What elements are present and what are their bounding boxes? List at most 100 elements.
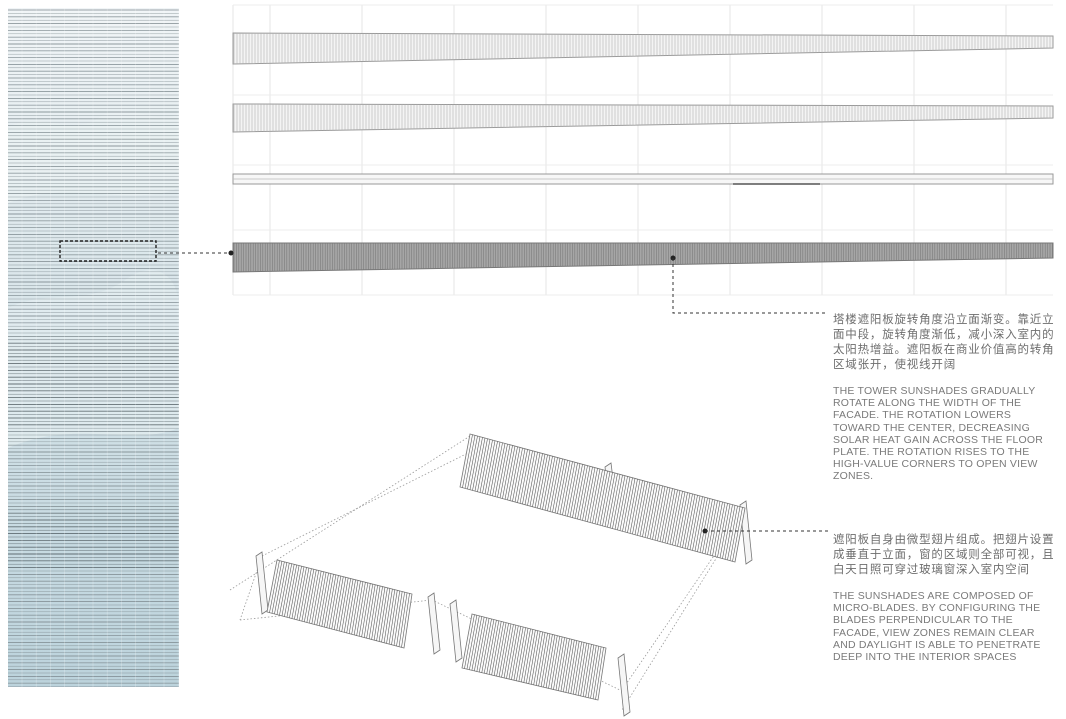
micro-blade [289, 565, 300, 618]
micro-blade [346, 579, 356, 633]
micro-blade [639, 482, 651, 537]
micro-blade [624, 478, 636, 533]
micro-blade [574, 464, 586, 519]
reflection-patch [8, 269, 179, 448]
blade-panel [461, 613, 607, 701]
micro-blade [469, 615, 480, 670]
micro-blade [299, 567, 310, 621]
micro-blade [599, 471, 611, 526]
micro-blade [524, 451, 536, 505]
micro-blade [279, 563, 290, 616]
micro-blade [383, 589, 393, 643]
micro-blade [474, 617, 485, 671]
micro-blade [579, 466, 591, 520]
micro-blade [679, 493, 691, 548]
micro-blade [722, 504, 733, 559]
micro-blade [587, 468, 598, 522]
micro-blade [331, 576, 342, 630]
micro-blade [669, 490, 681, 545]
micro-blade [602, 472, 613, 526]
micro-blade [507, 446, 518, 501]
micro-blade [573, 641, 582, 695]
micro-blade [727, 505, 738, 561]
micro-blade [629, 479, 641, 534]
micro-blade [545, 634, 556, 688]
micro-blade [296, 567, 307, 620]
micro-blade [732, 507, 743, 562]
micro-blade [351, 580, 361, 635]
blade-module-right [461, 613, 607, 701]
micro-blade [356, 582, 366, 636]
micro-blade [482, 440, 493, 494]
micro-blade [353, 581, 364, 635]
micro-blade [572, 464, 583, 518]
micro-blade [589, 468, 601, 523]
micro-blade [309, 570, 319, 624]
micro-blade [687, 495, 698, 550]
micro-blade [518, 628, 529, 682]
micro-blade [697, 497, 708, 552]
micro-blade [504, 446, 516, 500]
sunshade-lines [8, 9, 179, 687]
micro-blade [393, 591, 403, 646]
micro-blade [632, 480, 643, 535]
micro-blade [281, 563, 292, 616]
leader-line-rotation [672, 258, 828, 314]
micro-blade [471, 616, 483, 671]
micro-blade [338, 577, 349, 632]
micro-blade [562, 461, 573, 516]
micro-blade [496, 622, 507, 677]
micro-blade [386, 589, 396, 644]
micro-blade [570, 641, 580, 694]
micro-blade [577, 643, 587, 696]
micro-blade [548, 635, 558, 689]
micro-blade [516, 627, 526, 681]
micro-blade [464, 435, 476, 489]
micro-blade [704, 499, 716, 554]
annotation-blades: 遮阳板自身由微型翅片组成。把翅片设置成垂直于立面，窗的区域则全部可视，且白天日照… [833, 520, 1058, 676]
micro-blade [585, 644, 595, 698]
micro-blade [381, 588, 391, 643]
micro-blade [534, 454, 546, 508]
blade-module-back [459, 433, 746, 563]
micro-blade [634, 481, 646, 535]
micro-blade [484, 440, 496, 494]
micro-blade [376, 587, 386, 641]
micro-blade [324, 574, 334, 628]
micro-blade [584, 467, 596, 522]
micro-blade [694, 497, 706, 552]
micro-blade [707, 500, 718, 555]
detail-highlight-box [59, 240, 157, 262]
micro-blade [554, 459, 566, 513]
micro-blade [647, 484, 658, 539]
micro-blade [343, 579, 354, 633]
micro-blade [555, 637, 565, 691]
micro-blade [604, 472, 616, 527]
micro-blade [494, 443, 506, 497]
micro-blade [321, 573, 332, 627]
micro-blade [712, 501, 723, 556]
micro-blade [269, 560, 280, 613]
micro-blade [286, 564, 297, 618]
micro-blade [714, 502, 726, 557]
micro-blade [564, 462, 576, 516]
micro-blade [316, 572, 327, 626]
sunshade-band-3 [232, 173, 1054, 185]
micro-blade [642, 483, 653, 537]
micro-blade [527, 452, 538, 506]
micro-blade [590, 646, 599, 699]
sunshade-band-1 [232, 32, 1054, 65]
micro-blade [511, 626, 521, 680]
micro-blade [358, 582, 369, 637]
micro-blade [729, 506, 741, 561]
micro-blade [479, 439, 491, 493]
micro-blade [271, 561, 283, 614]
micro-blade [582, 644, 592, 697]
micro-blade [569, 463, 581, 518]
micro-blade [274, 561, 285, 615]
micro-blade [682, 493, 693, 548]
micro-blade [575, 642, 585, 695]
micro-blade [672, 491, 683, 546]
micro-blade [481, 618, 492, 673]
annotation-rotation: 塔楼遮阳板旋转角度沿立面渐变。靠近立面中段，旋转角度渐低，减小深入室内的太阳热增… [833, 300, 1058, 495]
